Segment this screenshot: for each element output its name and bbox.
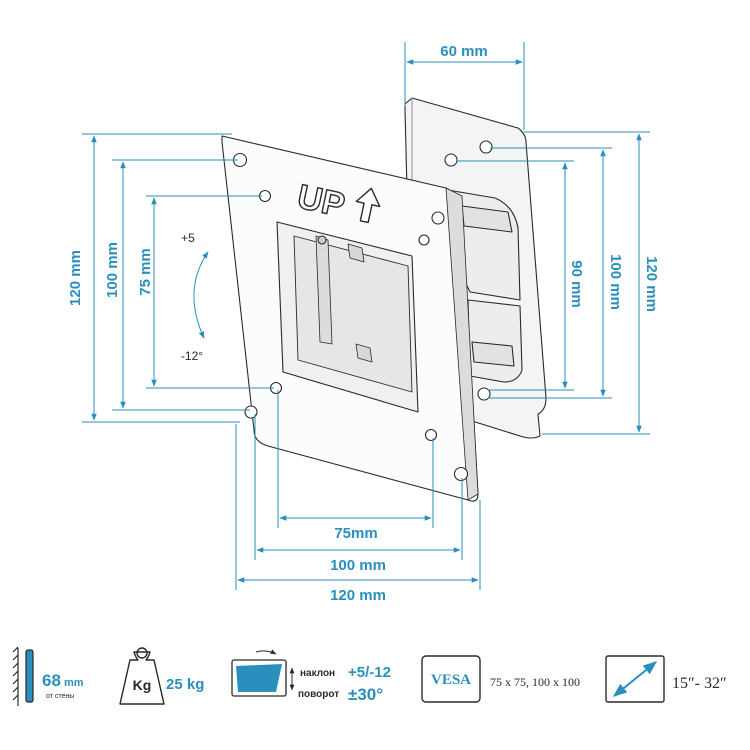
dim-bottom-100: 100 mm (330, 557, 386, 574)
swivel-label: поворот (298, 689, 339, 700)
tilt-down-label: -12° (181, 349, 203, 363)
dim-left-120: 120 mm (67, 250, 84, 306)
dim-arm-depth: 60 mm (440, 43, 488, 60)
dim-right-90: 90 mm (568, 260, 585, 308)
wall-distance-spec: 68 mm от стены (12, 646, 84, 706)
weight-icon-label: Kg (133, 677, 152, 693)
wall-plate-hole (477, 387, 491, 401)
spec-bar: 68 mm от стены Kg 25 kg наклон +5/-12 по… (12, 646, 727, 706)
up-label: UP (294, 178, 348, 225)
wall-icon (12, 646, 34, 706)
vesa-hole (244, 405, 258, 419)
vesa-spec: VESA 75 x 75, 100 x 100 (421, 655, 580, 703)
wall-distance-note: от стены (46, 693, 74, 700)
weight-value: 25 kg (166, 676, 204, 693)
window-screw (317, 235, 327, 245)
weight-icon (119, 651, 165, 705)
tilt-value: +5/-12 (348, 664, 391, 681)
wall-distance-value: 68 (42, 671, 61, 690)
screen-icon-face (236, 664, 282, 692)
dim-left-75: 75 mm (137, 248, 154, 296)
dim-right-100: 100 mm (607, 254, 624, 310)
dim-bottom-120: 120 mm (330, 587, 386, 604)
screen-size-spec: 15″- 32″ (605, 655, 727, 703)
weight-icon-ring (136, 647, 148, 659)
vesa-hole (424, 428, 438, 442)
rotate-arrow-icon (255, 649, 277, 655)
screen-size-value: 15″- 32″ (672, 675, 727, 692)
swivel-value: ±30° (348, 685, 383, 704)
vesa-hole (431, 211, 445, 225)
vesa-badge (421, 655, 481, 703)
dimension-lines (82, 42, 650, 590)
vesa-badge-label: VESA (431, 672, 471, 688)
up-arrow-icon (355, 187, 381, 224)
arm-lower (467, 299, 523, 383)
vesa-hole (453, 466, 469, 482)
arm-hinge-lower (471, 341, 515, 367)
window-tab (347, 243, 365, 263)
weight-spec: Kg 25 kg (119, 647, 204, 705)
wall-plate-hole (479, 140, 493, 154)
wall-distance-unit: mm (64, 677, 84, 689)
vesa-values: 75 x 75, 100 x 100 (490, 675, 580, 689)
wall-plate-hole (444, 153, 458, 167)
bracket-drawing (221, 97, 547, 502)
tilt-swivel-spec: наклон +5/-12 поворот ±30° (231, 649, 391, 704)
diagonal-arrow-icon (612, 661, 658, 697)
dim-bottom-75: 75mm (334, 525, 377, 542)
window-tab (355, 343, 373, 363)
vesa-hole (418, 234, 430, 246)
dim-right-120: 120 mm (643, 256, 660, 312)
up-marking: UP (293, 177, 381, 225)
vesa-plate-side (445, 187, 479, 501)
tilt-up-label: +5 (181, 231, 195, 245)
dim-left-100: 100 mm (104, 242, 121, 298)
tilt-label: наклон (300, 668, 335, 679)
